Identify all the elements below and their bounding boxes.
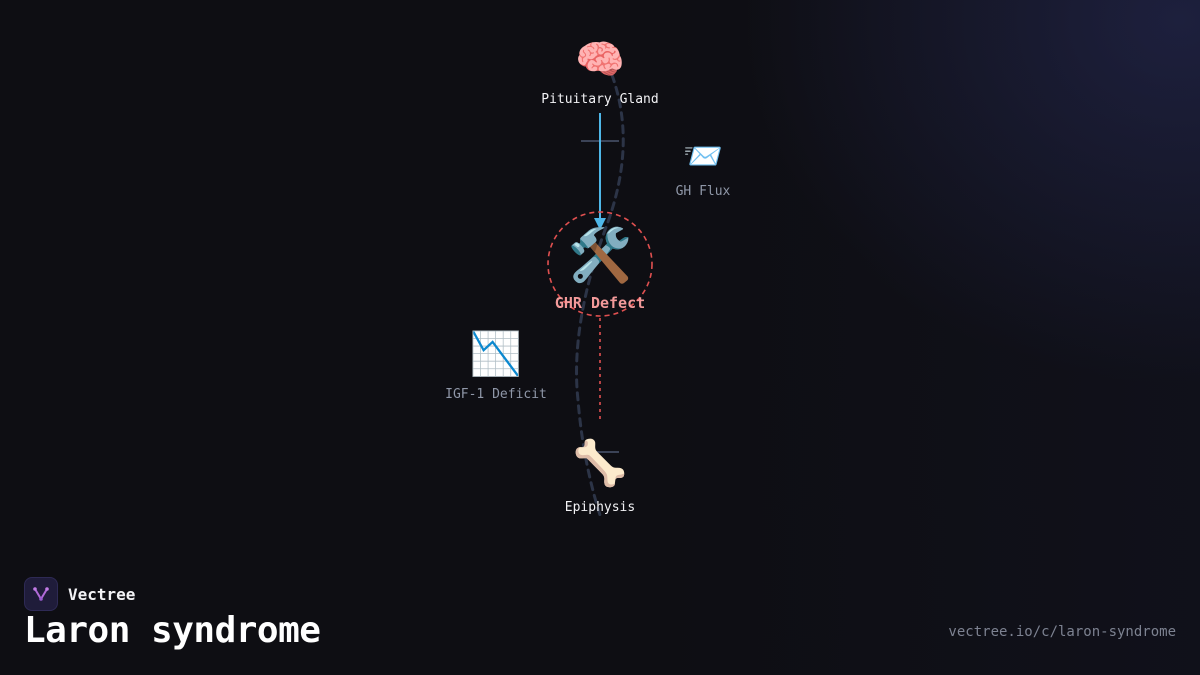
node-ghr-defect[interactable]: 🛠️ GHR Defect [555, 230, 645, 312]
node-gh-flux[interactable]: 📨 GH Flux [676, 140, 731, 199]
node-epiphysis[interactable]: 🦴 Epiphysis [564, 438, 636, 516]
bone-icon: 🦴 [572, 438, 628, 489]
dashed-pathway-curve [575, 73, 625, 517]
brand[interactable]: Vectree [24, 577, 135, 611]
node-pituitary-gland[interactable]: 🧠 Pituitary Gland [541, 40, 658, 107]
defect-ring [547, 211, 653, 317]
brain-icon: 🧠 [575, 37, 625, 83]
node-igf1-deficit[interactable]: 📉 IGF-1 Deficit [445, 329, 547, 403]
chart-decreasing-icon: 📉 [469, 329, 523, 378]
page-url[interactable]: vectree.io/c/laron-syndrome [948, 624, 1176, 640]
brand-name: Vectree [68, 584, 136, 604]
vectree-logo-icon [24, 577, 58, 611]
hammer-wrench-icon: 🛠️ [567, 226, 633, 286]
envelope-icon: 📨 [683, 137, 723, 175]
node-label: GHR Defect [554, 294, 646, 312]
node-label: Pituitary Gland [541, 92, 659, 107]
node-label: GH Flux [675, 184, 731, 199]
page-title: Laron syndrome [24, 610, 321, 651]
node-label: IGF-1 Deficit [445, 387, 547, 402]
node-label: Epiphysis [564, 500, 636, 515]
